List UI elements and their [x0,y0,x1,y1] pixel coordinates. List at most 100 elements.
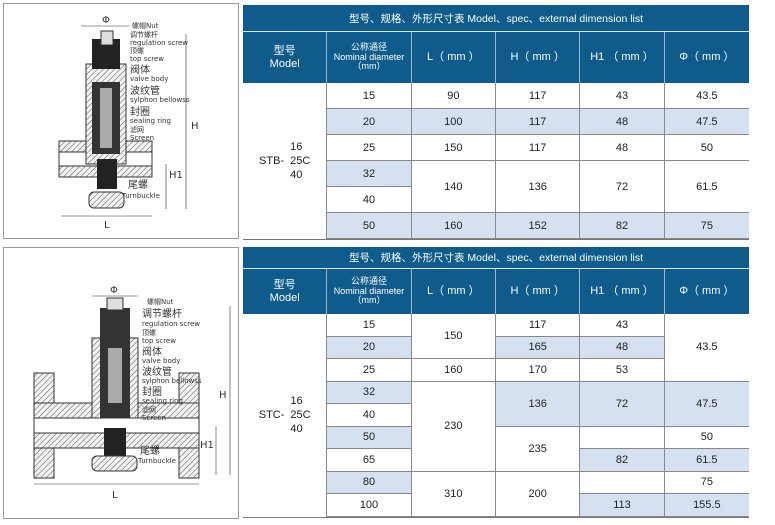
phi-cell: 50 [664,427,749,449]
h-label: H [219,390,227,401]
top-screw-cn-label: 顶螺 [142,328,156,337]
regulation-screw-en-label: regulation screw [130,39,188,47]
l-cell: 140 [411,161,496,213]
h1-label: H1 [169,170,183,181]
phi-cell: 61.5 [664,449,749,472]
h-cell: 117 [496,314,581,337]
h-cell: 200 [496,471,581,517]
valve-body-en-label: valve body [130,75,168,83]
column-header-line: （mm） [352,61,386,72]
sealing-ring-en-label: sealing ring [142,397,183,405]
column-header: H（ mm ） [496,32,581,83]
nominal-diameter-cell: 40 [327,187,412,213]
column-header: H1 （ mm ） [580,32,665,83]
column-header: L（ mm ） [411,32,496,83]
column-header-line: Model [269,57,300,70]
model-prefix: STB- [259,155,285,167]
h1-cell: 53 [580,359,665,382]
h-cell: 136 [496,161,581,213]
valve-body-en-label: valve body [142,357,180,365]
l-cell: 90 [411,83,496,109]
h1-cell [580,471,665,494]
phi-label: Φ [102,15,110,26]
bellows-en-label: sylphon bellowss [142,377,202,385]
column-header-line: 型号 [273,278,296,291]
l-cell: 160 [411,359,496,382]
model-pressure: 40 [290,423,303,436]
h-cell: 136 [496,381,581,427]
regulation-screw-cn-label: 调节螺杆 [130,30,158,39]
column-header-line: L（ mm ） [427,285,480,298]
phi-cell: 47.5 [664,109,749,135]
screen-en-label: Screen [142,414,166,422]
phi-cell: 43.5 [664,83,749,109]
screen-cn-label: 滤网 [142,405,156,414]
model-pressure: 25C [290,409,311,422]
stc-valve-diagram: Φ L H H1 螺帽Nut 调节螺杆 regulation screw 顶螺 … [3,247,239,519]
nominal-diameter-cell: 25 [327,359,412,382]
h1-cell [580,426,665,449]
table-title: 型号、规格、外形尺寸表 Model、spec、external dimensio… [243,5,749,32]
l-cell: 150 [411,314,496,359]
l-label: L [104,220,110,231]
l-cell: 150 [411,135,496,161]
turnbuckle-en-label: Turnbuckle [137,457,176,465]
nominal-diameter-cell: 20 [327,109,412,135]
phi-cell: 47.5 [664,381,749,427]
h-cell: 235 [496,426,581,472]
sealing-ring-cn-label: 封圈 [142,385,162,398]
bellows-cn-label: 波纹管 [130,84,160,97]
screen-en-label: Screen [130,134,154,142]
column-header-line: Nominal diameter [333,51,405,62]
top-screw-en-label: top screw [142,337,176,345]
column-header-line: Nominal diameter [333,285,405,296]
h1-cell: 82 [580,449,665,472]
column-header-line: Φ（ mm ） [679,51,735,64]
top-screw-cn-label: 顶螺 [130,46,144,55]
model-pressure: 40 [290,169,303,181]
nominal-diameter-cell: 80 [327,471,412,494]
nominal-diameter-cell: 20 [327,336,412,359]
nominal-diameter-cell: 50 [327,213,412,239]
column-header-line: Φ（ mm ） [679,285,735,298]
nominal-diameter-cell: 32 [327,161,412,187]
phi-cell: 43.5 [664,314,749,382]
h-cell: 117 [496,135,581,161]
h-label: H [191,121,199,132]
regulation-screw-en-label: regulation screw [142,320,200,328]
nominal-diameter-cell: 50 [327,426,412,449]
column-header-line: 公称通径 [350,276,387,287]
column-header-line: H1 （ mm ） [590,285,654,298]
h-cell: 117 [496,83,581,109]
column-header-line: H1 （ mm ） [590,51,654,64]
nominal-diameter-cell: 65 [327,449,412,472]
top-screw-en-label: top screw [130,55,164,63]
model-pressure: 16 [290,395,303,408]
column-header-line: Model [269,291,300,304]
h1-cell: 82 [580,213,665,239]
sealing-ring-cn-label: 封圈 [130,105,150,118]
h-cell: 117 [496,109,581,135]
h1-cell: 72 [580,161,665,213]
column-header-line: H（ mm ） [510,51,565,64]
phi-cell: 50 [664,135,749,161]
valve-body-cn-label: 阀体 [142,345,162,358]
nominal-diameter-cell: 15 [327,83,412,109]
stb-valve-drawing: Φ L H H1 螺帽Nut 调节螺杆 regulation screw 顶螺 … [58,15,199,231]
bellows-cn-label: 波纹管 [142,365,172,378]
column-header-line: L（ mm ） [427,51,480,64]
model-prefix: STC- [258,409,285,422]
column-header-line: 公称通径 [350,42,387,53]
phi-cell: 75 [664,213,749,239]
stc-valve-drawing: Φ L H H1 螺帽Nut 调节螺杆 regulation screw 顶螺 … [33,285,231,501]
stb-dimension-table: 型号、规格、外形尺寸表 Model、spec、external dimensio… [243,5,749,240]
h-cell: 152 [496,213,581,239]
turnbuckle-cn-label: 尾螺 [128,179,148,191]
l-cell: 100 [411,109,496,135]
